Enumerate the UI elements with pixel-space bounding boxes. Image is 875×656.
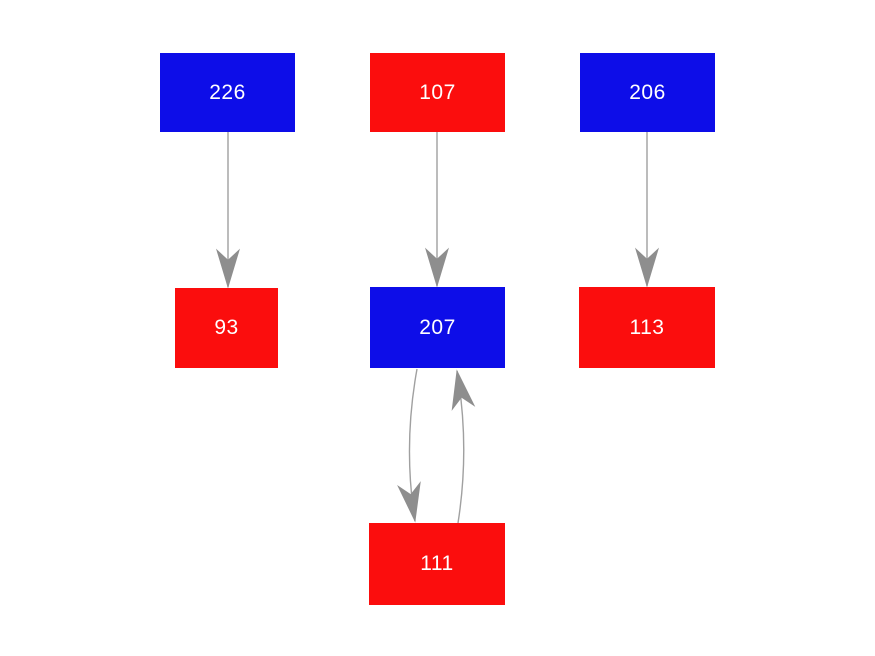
node-207: 207 bbox=[370, 287, 505, 368]
node-label: 113 bbox=[629, 315, 665, 339]
node-label: 207 bbox=[419, 315, 456, 339]
node-label: 111 bbox=[420, 552, 454, 575]
node-label: 107 bbox=[419, 80, 456, 104]
node-226: 226 bbox=[160, 53, 295, 132]
node-206: 206 bbox=[580, 53, 715, 132]
node-label: 226 bbox=[209, 80, 246, 104]
node-label: 206 bbox=[629, 80, 666, 104]
edge-111-207 bbox=[451, 369, 476, 524]
node-93: 93 bbox=[175, 288, 278, 368]
node-111: 111 bbox=[369, 523, 505, 605]
edge-207-111 bbox=[397, 368, 421, 523]
node-107: 107 bbox=[370, 53, 505, 132]
node-label: 93 bbox=[214, 316, 239, 339]
node-113: 113 bbox=[579, 287, 715, 368]
